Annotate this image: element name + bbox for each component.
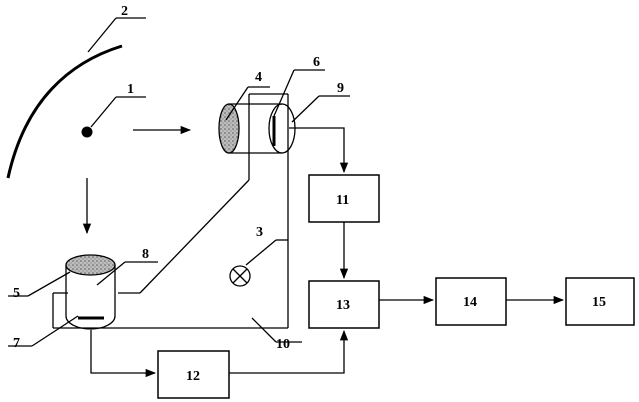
label-7: 7 — [13, 336, 20, 351]
label-3: 3 — [256, 225, 263, 240]
flow-9-to-11 — [289, 128, 344, 172]
mirror-arc — [8, 46, 122, 178]
label-8: 8 — [142, 247, 149, 262]
source-dot — [82, 127, 93, 138]
label-4: 4 — [255, 70, 262, 85]
bottom-detector-cylinder — [66, 255, 115, 329]
leader-1 — [91, 97, 116, 127]
label-2: 2 — [121, 4, 128, 19]
box-15-label: 15 — [592, 295, 606, 310]
box-12-label: 12 — [186, 369, 200, 384]
leader-2 — [88, 18, 116, 52]
label-1: 1 — [127, 82, 134, 97]
box-13-label: 13 — [336, 298, 350, 313]
lamp-symbol — [230, 266, 250, 286]
top-detector-cylinder — [219, 104, 295, 153]
box-11-label: 11 — [336, 193, 349, 208]
label-6: 6 — [313, 55, 320, 70]
box-14-label: 14 — [463, 295, 477, 310]
label-10: 10 — [276, 337, 290, 352]
label-5: 5 — [13, 286, 20, 301]
flow-7-to-12 — [91, 330, 155, 373]
label-9: 9 — [337, 81, 344, 96]
